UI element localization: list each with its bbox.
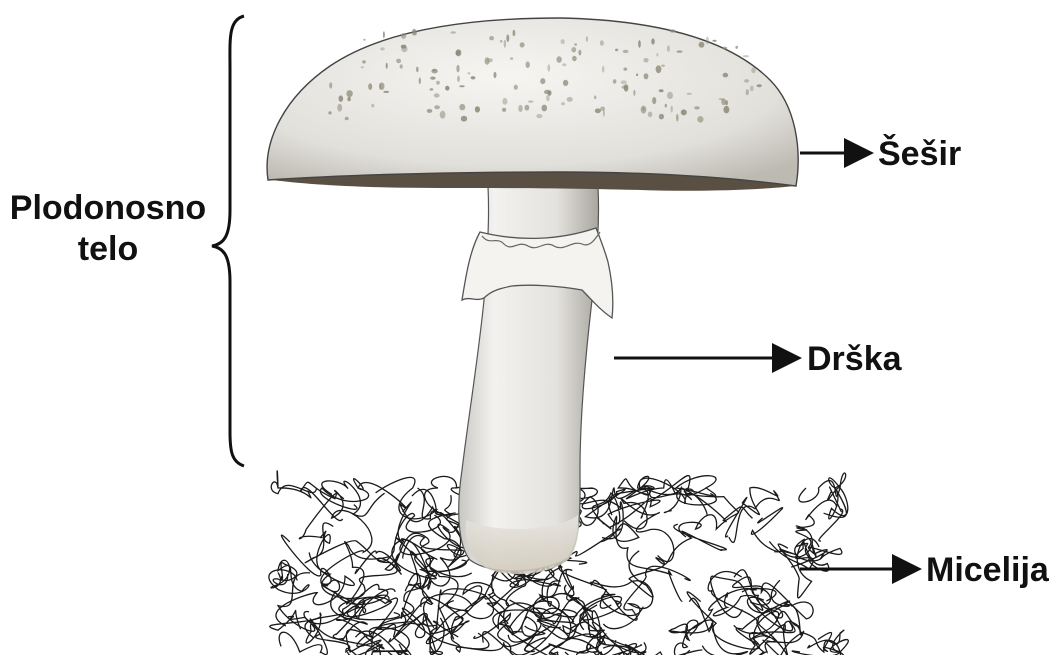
mycelium-label: Micelija (926, 550, 1049, 591)
fruiting-body-label-line2: telo (8, 229, 208, 270)
fruiting-body-label-line1: Plodonosno (8, 188, 208, 229)
fruiting-body-label: Plodonosno telo (8, 188, 208, 270)
stem-label: Drška (807, 339, 902, 380)
cap-label: Šešir (878, 134, 961, 175)
fruiting-body-brace (212, 16, 244, 466)
